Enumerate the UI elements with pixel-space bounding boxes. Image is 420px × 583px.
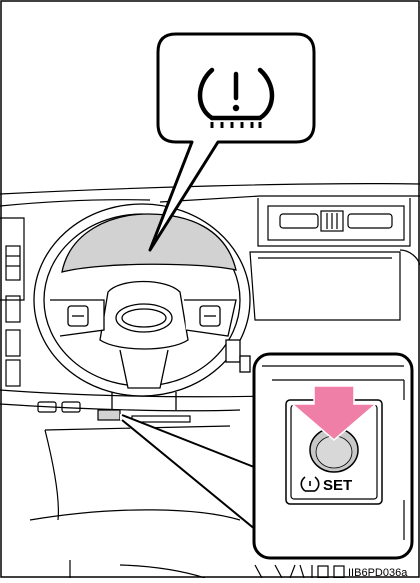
instrument-cluster: [62, 214, 236, 272]
set-button-callout: SET: [120, 354, 412, 558]
steering-wheel: [34, 204, 250, 410]
set-button-label: SET: [323, 477, 352, 494]
set-switch-location: [98, 410, 120, 420]
figure-code: IIB6PD036a: [348, 567, 408, 578]
